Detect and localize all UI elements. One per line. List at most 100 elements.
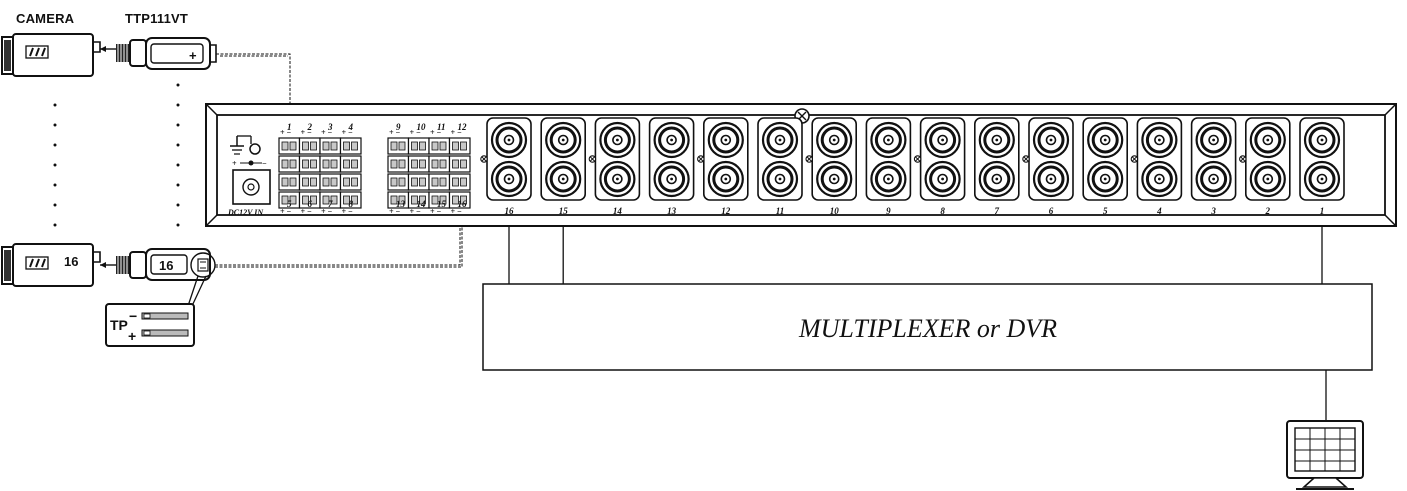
terminal-right-top-number: 11	[437, 122, 446, 132]
bnc-port-8: 8	[913, 117, 966, 216]
terminal-screw	[281, 177, 289, 187]
terminal-screw	[439, 177, 447, 187]
terminal-screw	[460, 177, 467, 187]
terminal-screw	[310, 177, 317, 187]
polarity-mark: + −	[342, 128, 354, 137]
power-input-label: DC12V IN	[227, 208, 264, 217]
polarity-mark: + −	[410, 207, 422, 216]
recorder-label: MULTIPLEXER or DVR	[798, 314, 1057, 343]
bnc-port-number: 3	[1210, 206, 1216, 216]
bnc-port-2: 2	[1239, 117, 1291, 216]
polarity-mark: + −	[410, 128, 422, 137]
terminal-screw	[431, 177, 439, 187]
terminal-screw	[322, 195, 330, 205]
terminal-screw	[310, 159, 317, 169]
terminal-screw	[281, 141, 289, 151]
terminal-screw	[322, 177, 330, 187]
terminal-screw	[330, 141, 338, 151]
terminal-screw	[439, 195, 447, 205]
terminal-right-bottom-number: 14	[417, 199, 427, 209]
terminal-screw	[431, 141, 439, 151]
terminal-screw	[302, 195, 309, 205]
terminal-block-left: 1+ −+ −52+ −+ −63+ −+ −74+ −+ −8	[278, 122, 362, 216]
power-section: + − DC12V IN	[227, 135, 271, 217]
terminal-screw	[419, 141, 426, 151]
terminal-screw	[343, 141, 350, 151]
transceiver-number: 16	[159, 258, 173, 273]
polarity-mark: + −	[451, 128, 463, 137]
polarity-mark: + −	[430, 207, 442, 216]
terminal-screw	[419, 177, 426, 187]
bnc-port-number: 11	[776, 206, 785, 216]
bnc-port-number: 7	[995, 206, 1000, 216]
bnc-port-9: 9	[865, 117, 912, 216]
multiplexer-dvr: MULTIPLEXER or DVR	[482, 283, 1373, 371]
terminal-left-bottom-number: 7	[328, 199, 333, 209]
polarity-mark: + −	[321, 128, 333, 137]
tp-badge: TP	[110, 317, 128, 333]
terminal-screw	[411, 159, 418, 169]
monitor	[1286, 370, 1364, 490]
bnc-port-number: 4	[1156, 206, 1162, 216]
bnc-port-10: 10	[805, 117, 858, 216]
terminal-left-bottom-number: 8	[349, 199, 354, 209]
svg-text:−: −	[262, 159, 267, 168]
terminal-screw	[343, 177, 350, 187]
bnc-port-number: 1	[1320, 206, 1325, 216]
bnc-port-5: 5	[1082, 117, 1128, 216]
camera-bottom: 16	[1, 243, 116, 287]
polarity-mark: + −	[451, 207, 463, 216]
terminal-screw	[330, 159, 338, 169]
terminal-screw	[302, 159, 309, 169]
terminal-right-bottom-number: 16	[458, 199, 468, 209]
terminal-screw	[351, 159, 358, 169]
terminal-screw	[419, 159, 426, 169]
bnc-port-number: 10	[830, 206, 840, 216]
polarity-mark: + −	[342, 207, 354, 216]
terminal-screw	[310, 195, 317, 205]
terminal-screw	[330, 177, 338, 187]
terminal-screw	[289, 159, 297, 169]
bnc-port-12: 12	[697, 117, 749, 216]
terminal-screw	[302, 141, 309, 151]
camera-top	[1, 33, 116, 77]
terminal-screw	[322, 141, 330, 151]
bnc-port-number: 12	[721, 206, 731, 216]
terminal-screw	[460, 141, 467, 151]
terminal-screw	[460, 159, 467, 169]
bnc-port-7: 7	[973, 117, 1020, 216]
terminal-screw	[330, 195, 338, 205]
terminal-screw	[452, 141, 459, 151]
terminal-screw	[460, 195, 467, 205]
terminal-screw	[281, 159, 289, 169]
tp-minus: −	[129, 308, 137, 324]
terminal-screw	[343, 195, 350, 205]
terminal-left-bottom-number: 5	[287, 199, 292, 209]
bnc-port-4: 4	[1130, 117, 1183, 216]
terminal-screw	[452, 159, 459, 169]
bnc-port-15: 15	[540, 117, 587, 216]
bnc-port-3: 3	[1190, 117, 1237, 216]
svg-text:+: +	[189, 48, 197, 63]
terminal-screw	[452, 195, 459, 205]
terminal-screw	[310, 141, 317, 151]
transceiver-label: TTP111VT	[125, 11, 189, 26]
terminal-screw	[398, 195, 406, 205]
terminal-left-top-number: 1	[287, 122, 292, 132]
terminal-screw	[419, 195, 426, 205]
polarity-mark: + −	[430, 128, 442, 137]
bnc-port-number: 9	[886, 206, 891, 216]
camera-number: 16	[64, 254, 78, 269]
svg-text:+: +	[232, 159, 237, 168]
terminal-screw	[411, 177, 418, 187]
bnc-port-14: 14	[588, 117, 641, 216]
terminal-left-bottom-number: 6	[308, 199, 313, 209]
bnc-port-6: 6	[1022, 117, 1074, 216]
bnc-port-number: 13	[667, 206, 677, 216]
terminal-right-top-number: 9	[396, 122, 401, 132]
terminal-screw	[411, 141, 418, 151]
video-output-lines	[508, 226, 1323, 284]
terminal-screw	[289, 177, 297, 187]
